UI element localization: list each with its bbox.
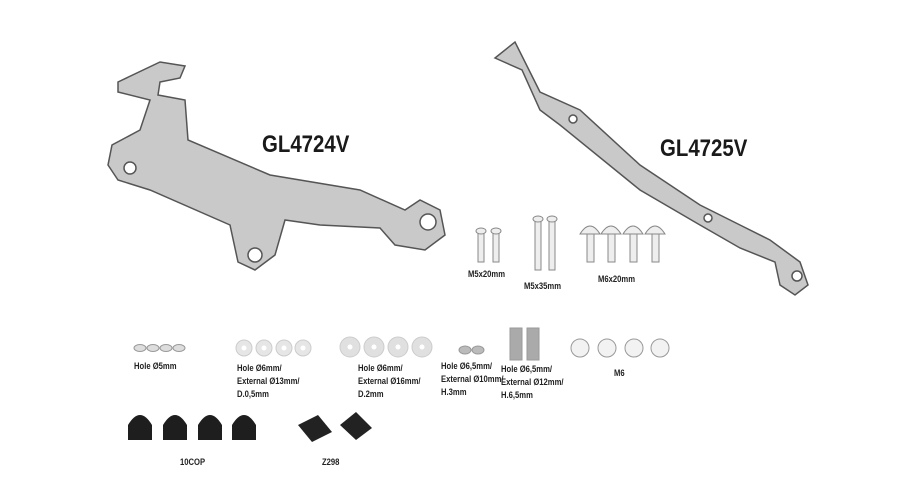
washers [133,327,540,361]
label-spacer-10: Hole Ø6,5mm/External Ø10mm/H.3mm [441,361,504,397]
screws [475,215,666,271]
caps [128,415,256,440]
bracket-gl4725v [493,40,809,296]
label-m6x20: M6x20mm [598,274,636,284]
pads [298,412,372,442]
nuts [570,338,670,358]
label-spacer-12: Hole Ø6,5mm/External Ø12mm/H.6,5mm [501,364,564,400]
label-washer-16: Hole Ø6mm/External Ø16mm/D.2mm [358,363,421,399]
label-nut-m6: M6 [614,368,625,378]
label-washer-5: Hole Ø5mm [134,361,177,371]
label-pads: Z298 [322,457,340,467]
label-gl4724v: GL4724V [262,131,350,158]
label-m5x20: M5x20mm [468,269,506,279]
bracket-gl4724v [107,61,446,271]
label-gl4725v: GL4725V [660,135,748,162]
label-washer-13: Hole Ø6mm/External Ø13mm/D.0,5mm [237,363,300,399]
label-m5x35: M5x35mm [524,281,562,291]
label-caps: 10COP [180,457,206,467]
